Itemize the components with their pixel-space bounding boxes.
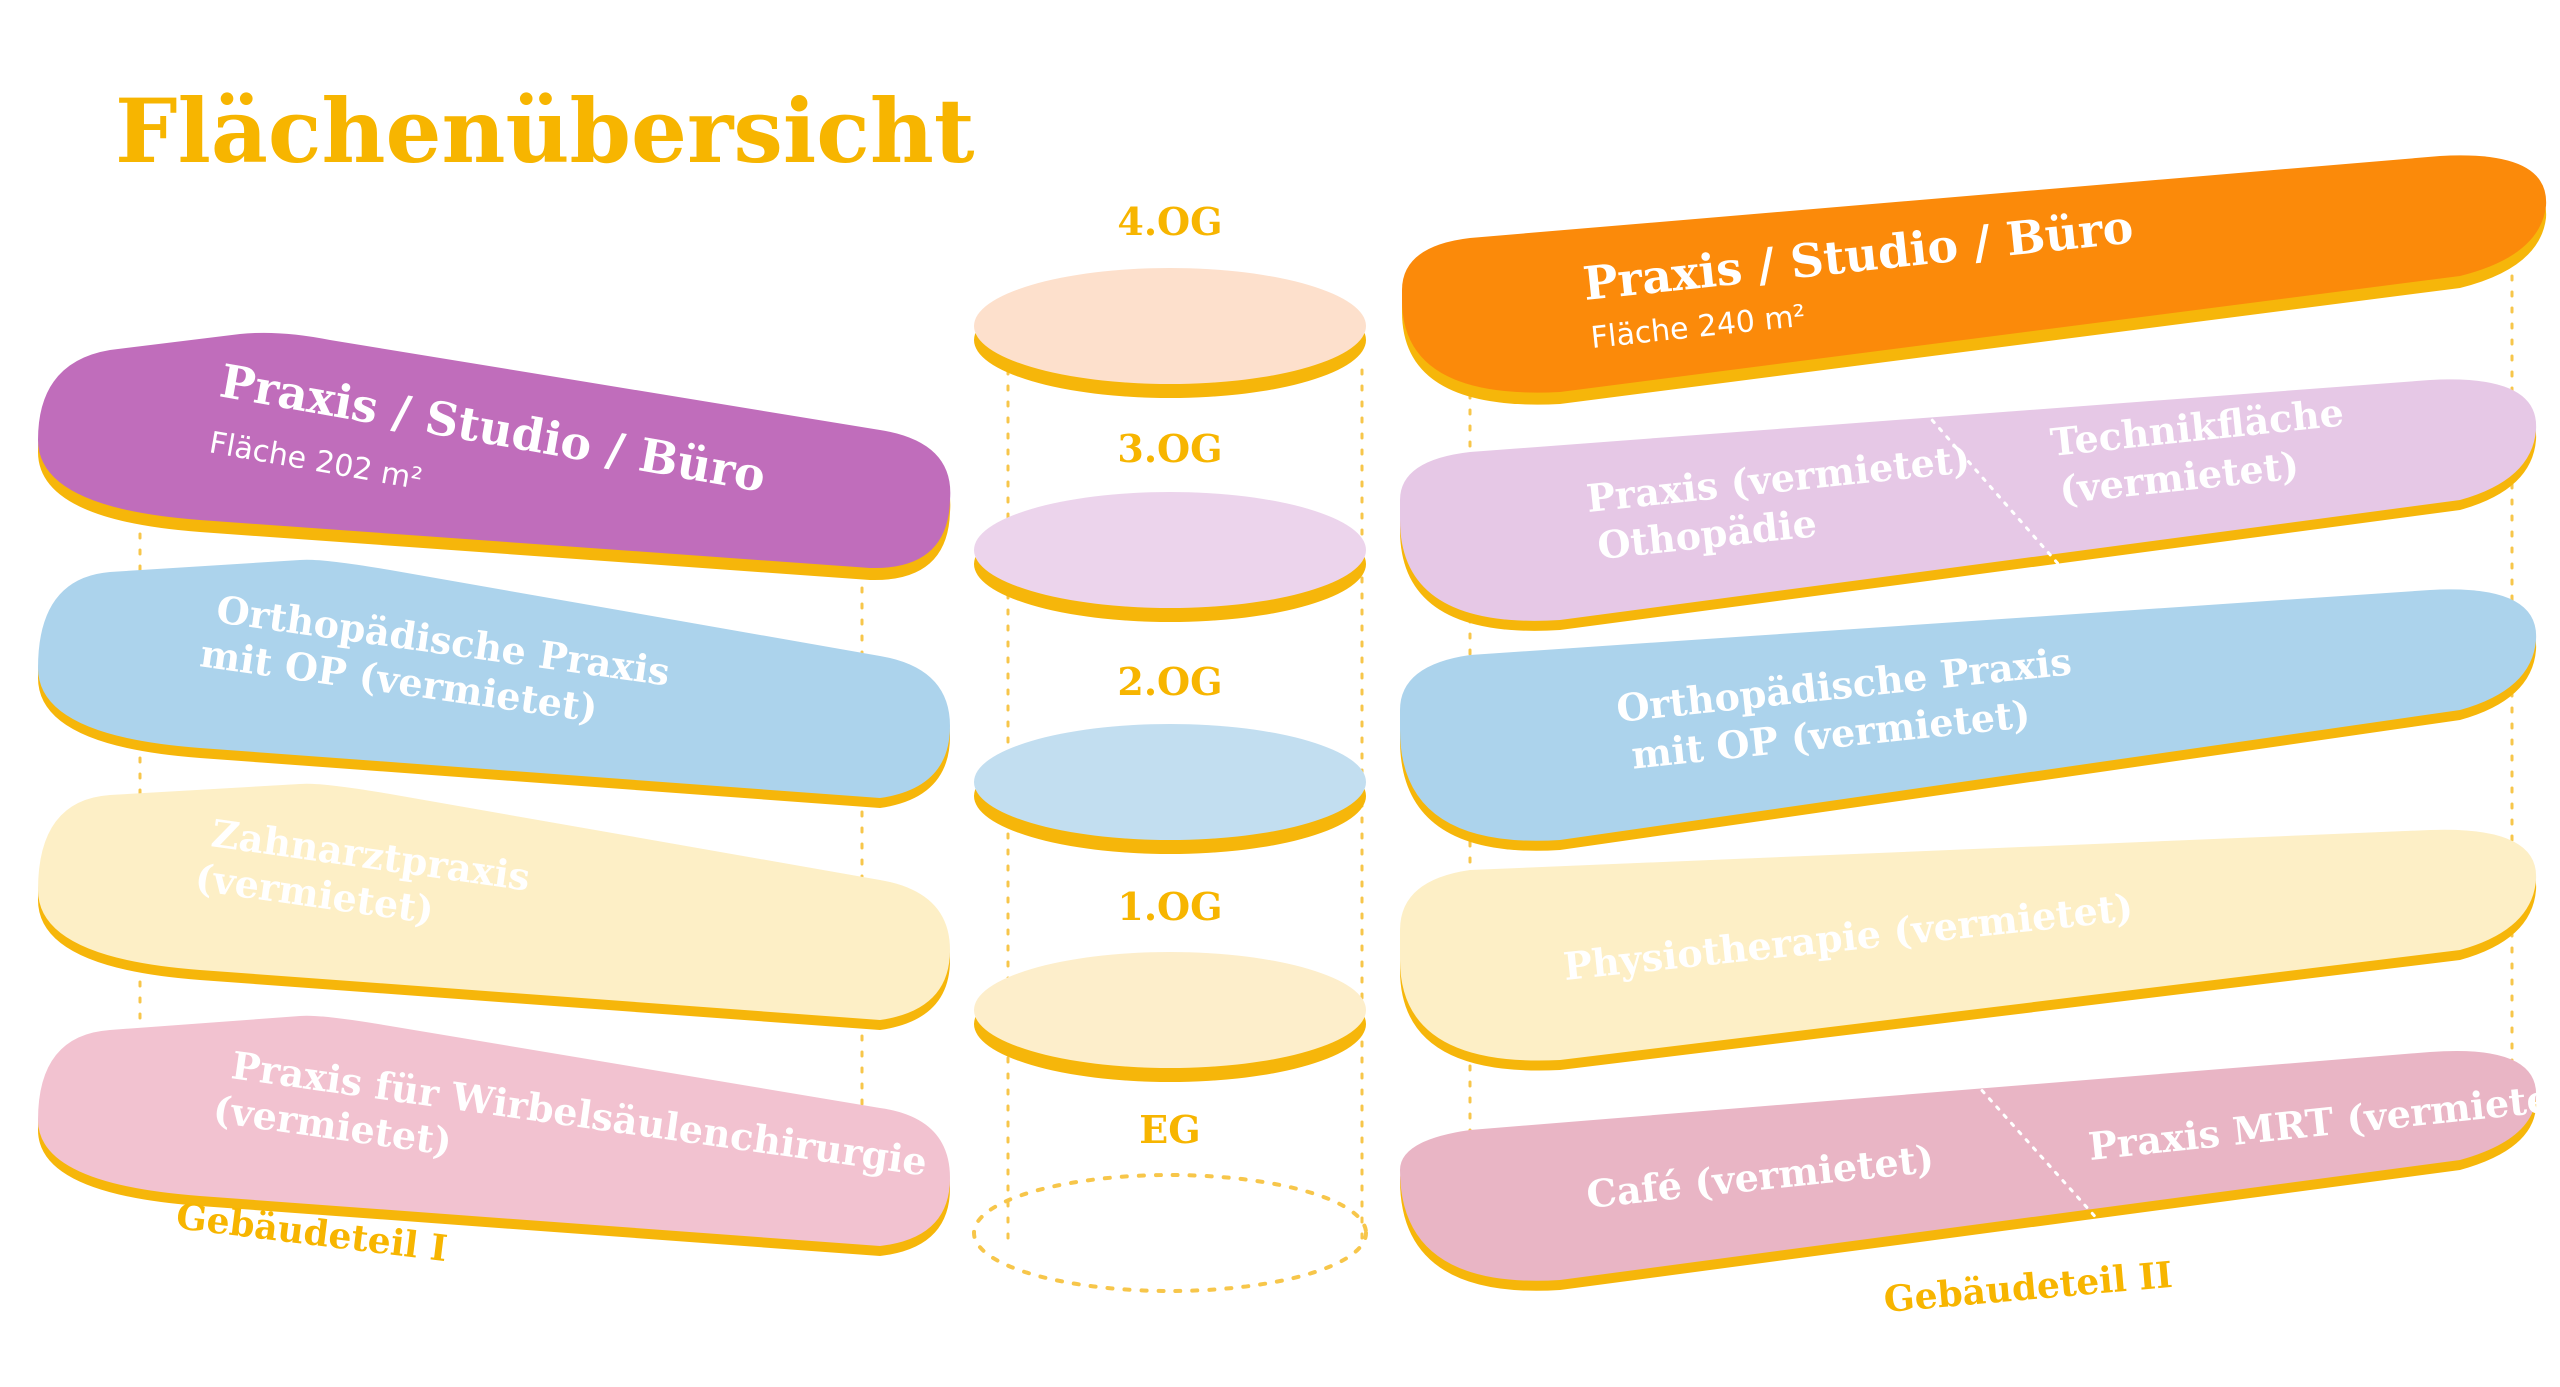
floor-disc-eg [972,1173,1368,1293]
floor-index: 4.OG 3.OG 2.OG 1.OG EG [972,199,1368,1293]
floor-label-1og: 1.OG [1117,884,1222,929]
floor-disc-4og [974,268,1366,384]
b1-ground-slab: Praxis für Wirbelsäulenchirurgie (vermie… [38,1015,950,1256]
building-2: Café (vermietet) Praxis MRT (vermietet) … [1400,155,2560,1321]
b2-ground-slab: Café (vermietet) Praxis MRT (vermietet) [1400,1050,2560,1291]
b2-floor1-slab: Physiotherapie (vermietet) [1400,829,2537,1071]
b2-floor2-slab: Orthopädische Praxis mit OP (vermietet) [1400,589,2537,851]
b2-floor3-slab: Praxis (vermietet) Othopädie Technikfläc… [1400,379,2537,631]
floor-label-4og: 4.OG [1117,199,1222,244]
b1-floor2-slab: Orthopädische Praxis mit OP (vermietet) [38,559,950,808]
b2-top-slab: Praxis / Studio / Büro Fläche 240 m² [1402,155,2547,405]
floor-label-2og: 2.OG [1117,659,1222,704]
building-1: Praxis für Wirbelsäulenchirurgie (vermie… [38,332,951,1270]
floor-disc-3og [974,492,1366,608]
floor-label-3og: 3.OG [1117,426,1222,471]
page-title: Flächenübersicht [115,79,975,183]
floor-label-eg: EG [1139,1107,1200,1152]
b1-floor1-slab: Zahnarztpraxis (vermietet) [38,783,950,1030]
floor-disc-1og [974,952,1366,1068]
building-2-label: Gebäudeteil II [1882,1254,2174,1321]
divider-line [1958,1064,2102,1224]
b1-top-slab: Praxis / Studio / Büro Fläche 202 m² [38,332,951,581]
divider-line [1923,410,2062,568]
floor-disc-2og [974,724,1366,840]
